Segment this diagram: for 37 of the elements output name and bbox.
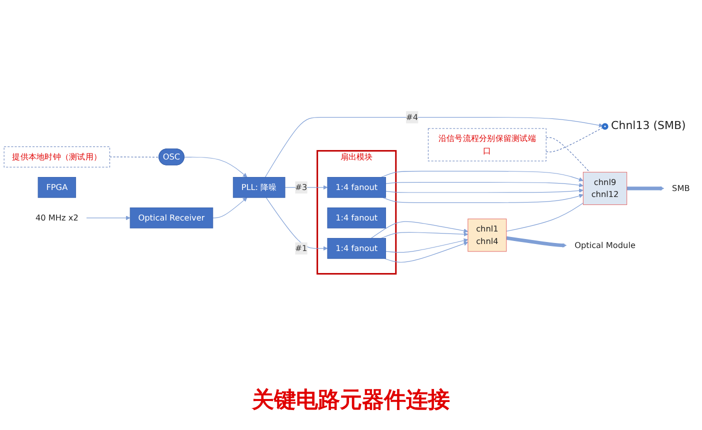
edge-label: #3 xyxy=(295,182,308,192)
arrow xyxy=(184,156,248,178)
connector xyxy=(506,202,584,232)
node-box: 1:4 fanout xyxy=(327,238,386,259)
edge-label: #1 xyxy=(295,243,308,253)
edge-label: #4 xyxy=(406,112,418,122)
arrow xyxy=(385,238,468,253)
node-box: chnl1 chnl4 xyxy=(468,218,507,252)
arrow xyxy=(384,242,468,263)
arrow xyxy=(370,221,468,239)
connector xyxy=(546,137,590,172)
arrow xyxy=(380,170,584,182)
arrow xyxy=(264,116,604,178)
arrow xyxy=(212,197,248,218)
node-text: SMB xyxy=(672,183,690,194)
note-text: 关键电路元器件连接 xyxy=(252,388,450,413)
arrow xyxy=(385,182,584,188)
node-box: PLL: 降噪 xyxy=(232,177,286,198)
arrow xyxy=(626,186,664,191)
arrow xyxy=(382,194,584,203)
node-box: 沿信号流程分别保留测试端口 xyxy=(428,128,546,162)
node-box: 1:4 fanout xyxy=(327,177,386,198)
node-box: 提供本地时钟（测试用） xyxy=(4,146,110,168)
node-box: 1:4 fanout xyxy=(327,208,386,228)
node-box: Optical Receiver xyxy=(130,208,214,228)
node-box: FPGA xyxy=(38,177,76,198)
arrow xyxy=(266,197,328,251)
node-box: chnl9 chnl12 xyxy=(582,172,628,205)
arrow xyxy=(506,236,567,248)
node-text: 40 MHz x2 xyxy=(35,212,78,222)
arrow xyxy=(385,188,584,193)
node-circle xyxy=(602,123,608,130)
connector xyxy=(546,127,604,152)
port-label: Chnl13 (SMB) xyxy=(611,119,686,132)
arrow xyxy=(380,232,468,239)
node-text: Optical Module xyxy=(574,240,636,250)
arrow xyxy=(86,216,130,220)
